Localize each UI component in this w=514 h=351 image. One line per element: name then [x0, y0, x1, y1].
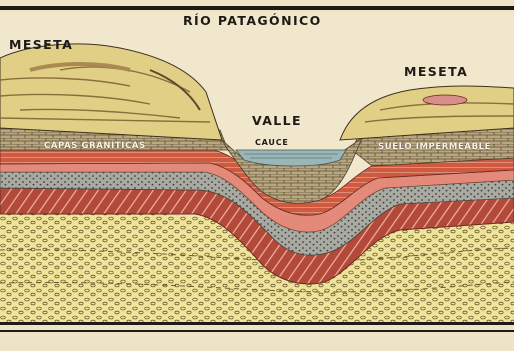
- granite-layers-label: CAPAS GRANÍTICAS: [44, 142, 146, 151]
- right-plateau-label: MESETA: [404, 66, 468, 79]
- valley-label: VALLE: [252, 115, 302, 128]
- river-label: RÍO PATAGÓNICO: [183, 15, 322, 28]
- bottom-frame-inner: [0, 322, 514, 325]
- left-plateau-label: MESETA: [9, 39, 73, 52]
- riverbed-label: CAUCE: [255, 139, 289, 147]
- top-frame: [0, 6, 514, 10]
- impermeable-soil-label: SUELO IMPERMEABLE: [378, 143, 491, 152]
- bottom-frame-outer: [0, 330, 514, 332]
- plateau-lagoon: [423, 95, 467, 105]
